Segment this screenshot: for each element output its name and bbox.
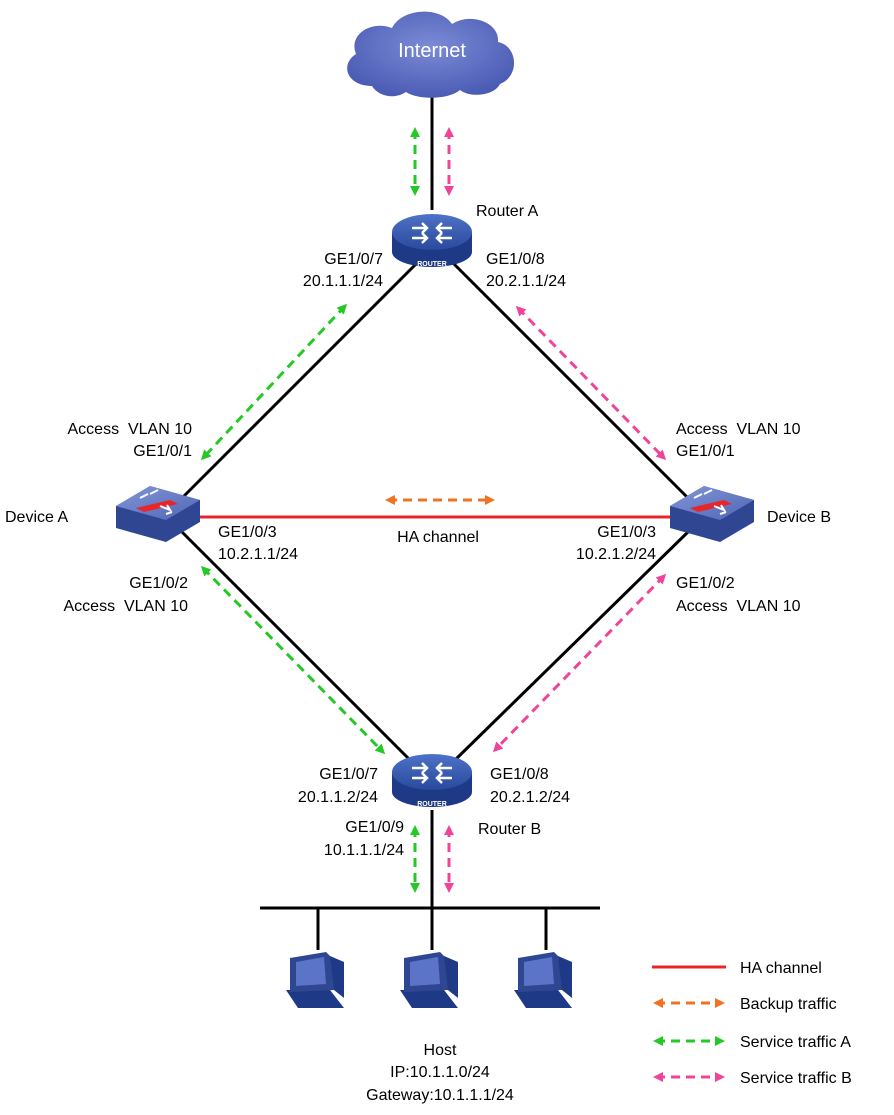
db-up-port: GE1/0/1 [676, 443, 735, 460]
device-b-firewall-icon [670, 486, 754, 542]
rb-down-ip: 10.1.1.1/24 [324, 842, 404, 859]
da-up-port: GE1/0/1 [133, 443, 192, 460]
legend: HA channel Backup traffic Service traffi… [652, 960, 852, 1087]
legend-label-ha-channel: HA channel [740, 960, 822, 977]
da-ha-ip: 10.2.1.1/24 [218, 546, 298, 563]
router-b-icon: ROUTER [392, 754, 472, 808]
rb-left-port: GE1/0/7 [319, 766, 378, 783]
device-a-firewall-icon [116, 486, 200, 542]
service-a-arrow-lower [200, 565, 386, 755]
link-router-a-device-a [178, 260, 420, 502]
router-a-badge: ROUTER [417, 261, 447, 268]
rb-right-port: GE1/0/8 [490, 766, 549, 783]
service-b-arrow-upper [515, 305, 667, 461]
da-up-vlan: Access VLAN 10 [68, 421, 193, 438]
internet-label: Internet [398, 40, 466, 62]
host-name: Host [424, 1042, 457, 1059]
da-ha-port: GE1/0/3 [218, 524, 277, 541]
internet-cloud-icon: Internet [347, 11, 515, 98]
device-a-name: Device A [5, 509, 68, 526]
ha-channel-label: HA channel [397, 529, 479, 546]
link-router-a-device-b [450, 260, 692, 502]
ra-left-port: GE1/0/7 [324, 251, 383, 268]
db-ha-port: GE1/0/3 [597, 524, 656, 541]
rb-down-port: GE1/0/9 [345, 819, 404, 836]
legend-label-service-traffic-a: Service traffic A [740, 1034, 851, 1051]
router-a-name: Router A [476, 203, 539, 220]
db-down-vlan: Access VLAN 10 [676, 598, 801, 615]
ra-right-port: GE1/0/8 [486, 251, 545, 268]
rb-left-ip: 20.1.1.2/24 [298, 789, 378, 806]
legend-label-backup-traffic: Backup traffic [740, 996, 837, 1013]
host-ip: IP:10.1.1.0/24 [390, 1064, 490, 1081]
db-down-port: GE1/0/2 [676, 575, 735, 592]
legend-label-service-traffic-b: Service traffic B [740, 1070, 852, 1087]
link-device-a-router-b [178, 528, 412, 762]
host-center-desktop-computer-icon [400, 952, 458, 1008]
ra-right-ip: 20.2.1.1/24 [486, 273, 566, 290]
host-left-desktop-computer-icon [286, 952, 344, 1008]
router-b-name: Router B [478, 821, 541, 838]
ra-left-ip: 20.1.1.1/24 [303, 273, 383, 290]
db-ha-ip: 10.2.1.2/24 [576, 546, 656, 563]
router-a-icon: ROUTER [392, 214, 472, 268]
da-down-port: GE1/0/2 [129, 575, 188, 592]
router-b-badge: ROUTER [417, 801, 447, 808]
service-b-arrow-lower [492, 573, 667, 753]
rb-right-ip: 20.2.1.2/24 [490, 789, 570, 806]
da-down-vlan: Access VLAN 10 [64, 598, 189, 615]
traffic-arrows [200, 127, 667, 893]
host-gateway: Gateway:10.1.1.1/24 [366, 1087, 514, 1104]
db-up-vlan: Access VLAN 10 [676, 421, 801, 438]
device-b-name: Device B [767, 509, 831, 526]
service-a-arrow-upper [200, 303, 348, 461]
link-device-b-router-b [453, 528, 692, 762]
host-right-desktop-computer-icon [514, 952, 572, 1008]
